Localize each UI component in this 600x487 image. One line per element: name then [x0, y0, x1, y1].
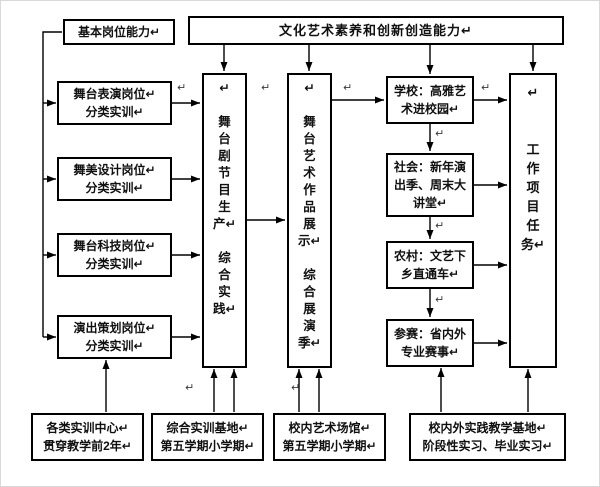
- paragraph-mark-icon: ↵: [435, 128, 445, 140]
- box-professional-competitions: 参赛：省内外 专业赛事↵: [386, 319, 474, 367]
- paragraph-mark-icon: ↵: [185, 382, 195, 394]
- box-performance-planning-training: 演出策划岗位↵ 分类实训↵: [57, 315, 172, 359]
- box-school-campus-art: 学校：高雅艺 术进校园↵: [386, 76, 474, 124]
- box-stage-performance-training: 舞台表演岗位↵ 分类实训↵: [57, 81, 172, 125]
- box-stage-tech-training: 舞台科技岗位↵ 分类实训↵: [57, 233, 172, 277]
- paragraph-mark-icon: ↵: [343, 82, 353, 94]
- box-campus-art-venues: 校内艺术场馆↵ 第五学期小学期↵: [273, 413, 386, 461]
- paragraph-mark-icon: ↵: [435, 220, 445, 232]
- box-culture-art-innovation-ability: 文化艺术素养和创新创造能力↵: [188, 16, 564, 45]
- box-practice-teaching-bases: 校内外实践教学基地↵ 阶段性实习、毕业实习↵: [409, 413, 566, 461]
- box-stage-design-training: 舞美设计岗位↵ 分类实训↵: [57, 157, 172, 201]
- box-program-production-practice: ↵ 舞 台 剧 节 目 生 产↵ 综 合 实 践↵: [202, 73, 247, 368]
- box-training-centers: 各类实训中心↵ 贯穿教学前2年↵: [31, 413, 144, 461]
- paragraph-mark-icon: ↵: [435, 294, 445, 306]
- paragraph-mark-icon: ↵: [481, 82, 491, 94]
- paragraph-mark-icon: ↵: [291, 382, 301, 394]
- box-art-works-exhibition-season: ↵ 舞 台 艺 术 作 品 展 示↵ 综 合 展 演 季↵: [287, 73, 332, 368]
- box-rural-art-express: 农村：文艺下 乡直通车↵: [386, 241, 474, 289]
- paragraph-mark-icon: ↵: [177, 82, 187, 94]
- paragraph-mark-icon: ↵: [261, 82, 271, 94]
- box-work-project-tasks: ↵ 工 作 项 目 任 务↵: [509, 73, 557, 368]
- box-comprehensive-training-base: 综合实训基地↵ 第五学期小学期↵: [151, 413, 264, 461]
- box-society-performance-season: 社会：新年演 出季、周末大 讲堂↵: [386, 153, 474, 217]
- box-basic-post-ability: 基本岗位能力↵: [63, 19, 175, 45]
